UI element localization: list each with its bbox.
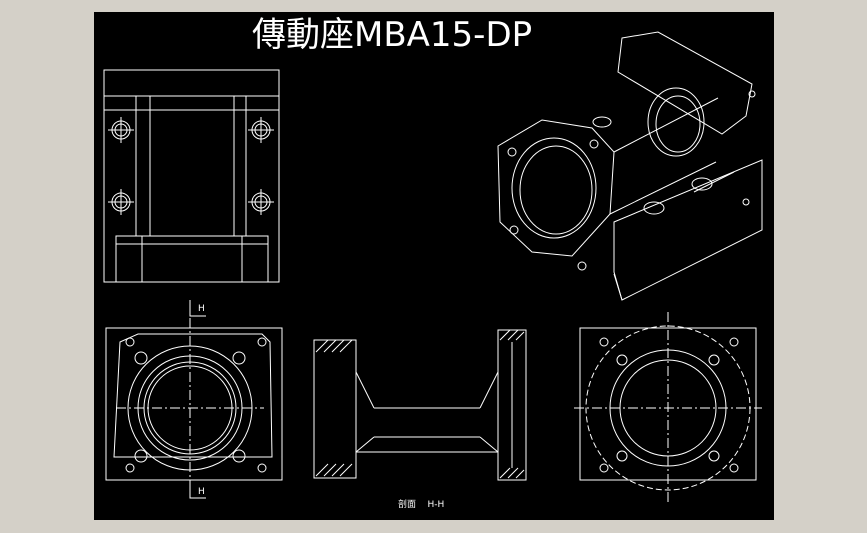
side-view (574, 312, 762, 502)
section-view (313, 329, 527, 481)
section-mark-bottom: H (198, 487, 205, 497)
section-caption: 剖面 H-H (398, 500, 444, 510)
top-view-holes (108, 117, 274, 215)
section-caption-label: H-H (427, 500, 445, 510)
front-view (105, 300, 283, 499)
section-caption-prefix: 剖面 (398, 500, 417, 510)
section-mark-top: H (198, 304, 205, 314)
drawing-title: 傳動座MBA15-DP (252, 15, 533, 55)
isometric-view (497, 31, 763, 301)
section-hatching (315, 329, 525, 479)
top-view (103, 69, 280, 283)
cad-drawing-canvas: 傳動座MBA15-DP (94, 12, 774, 520)
drawing-views (103, 31, 763, 502)
